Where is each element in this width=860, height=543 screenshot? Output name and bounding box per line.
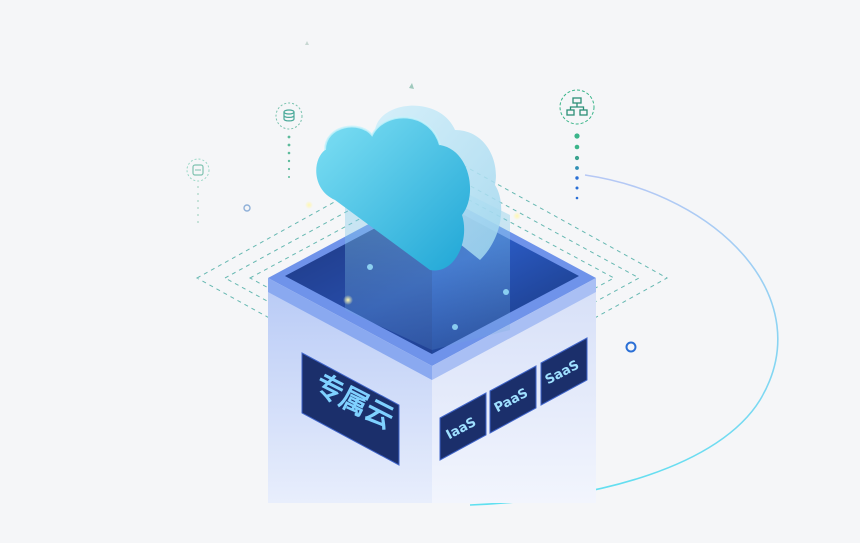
cloud-icon (316, 105, 502, 271)
tiny-triangle (409, 83, 414, 89)
blue-ring (625, 341, 637, 353)
server-icon (186, 158, 210, 223)
label-saas-box: SaaS (540, 337, 588, 406)
label-paas-box: PaaS (489, 365, 537, 434)
label-iaas-box: IaaS (439, 392, 487, 461)
small-ring (243, 204, 251, 212)
tiny-triangle-2 (305, 41, 309, 45)
network-topology-icon (559, 89, 595, 200)
database-icon (275, 102, 303, 178)
